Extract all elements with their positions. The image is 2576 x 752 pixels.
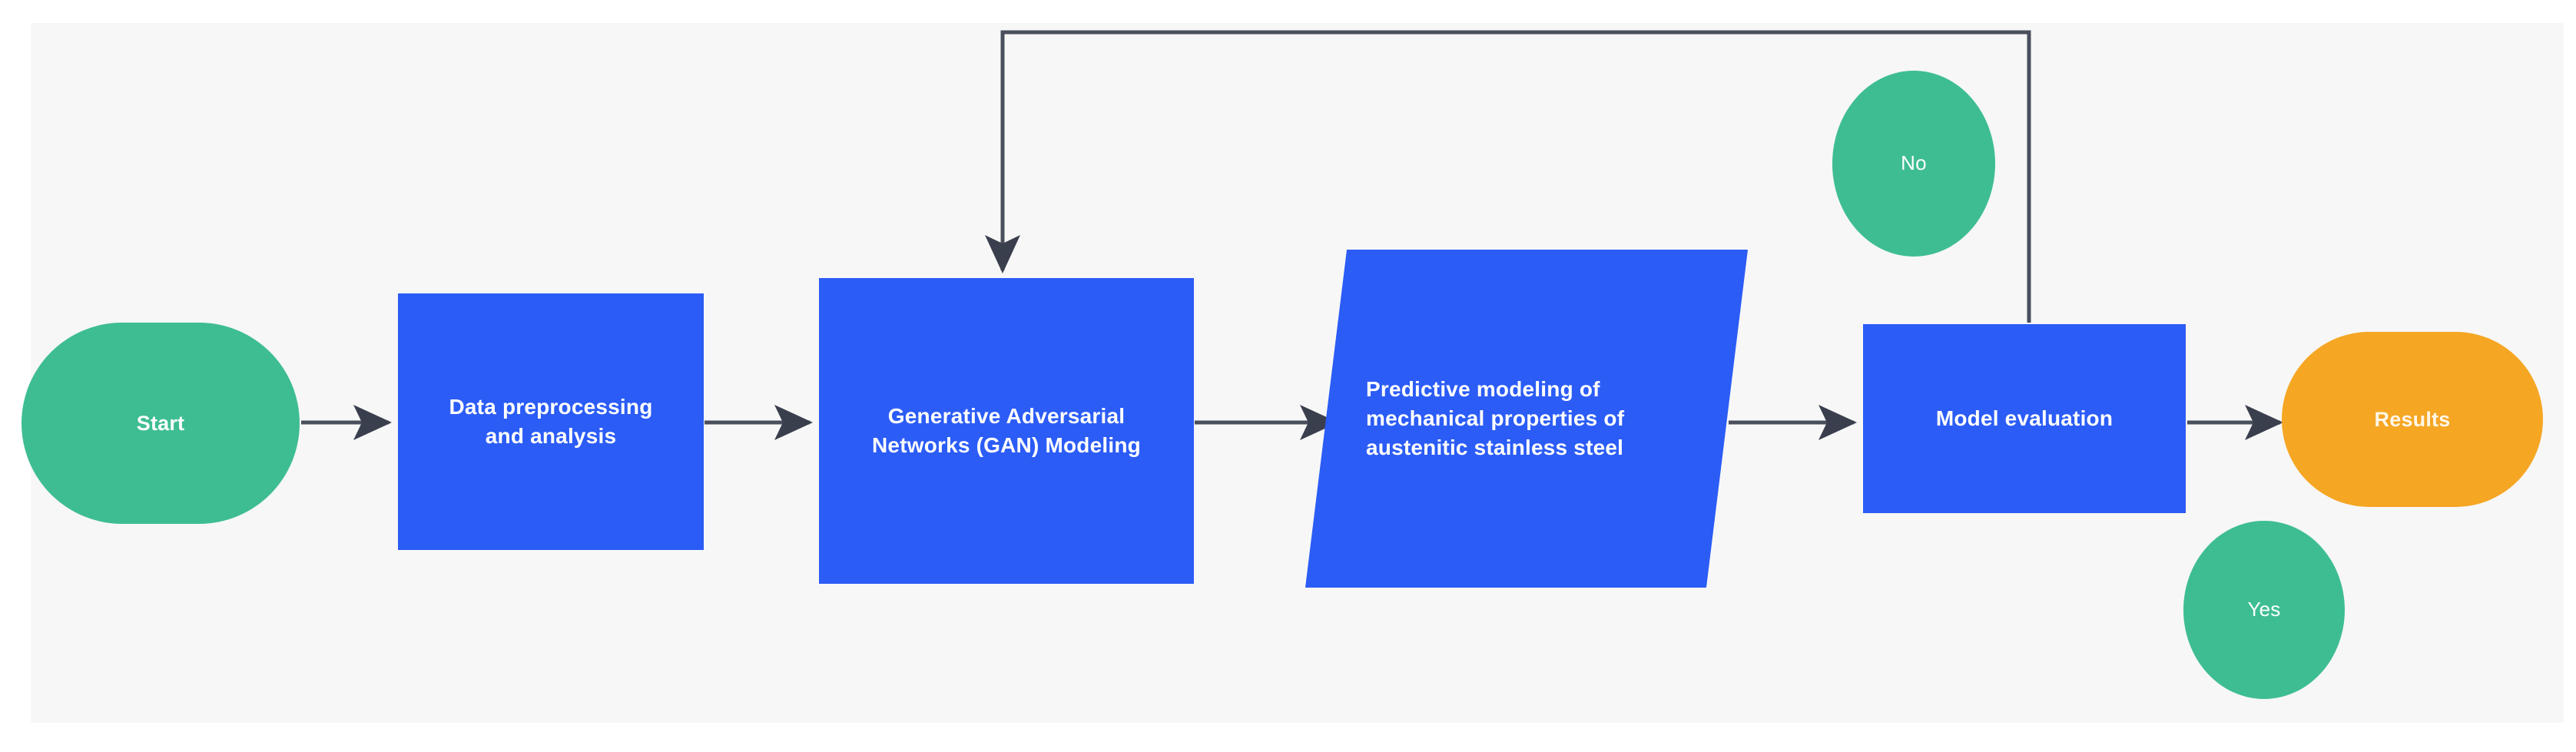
- node-data-preprocessing[interactable]: Data preprocessing and analysis: [398, 293, 704, 550]
- branch-label-yes[interactable]: Yes: [2183, 521, 2345, 699]
- edge-evaluate-to-gan-feedback: [984, 30, 2031, 323]
- branch-label-no-text: No: [1901, 151, 1927, 175]
- node-start-label: Start: [136, 411, 185, 435]
- node-results[interactable]: Results: [2282, 332, 2543, 507]
- node-data-preprocessing-label: Data preprocessing and analysis: [449, 395, 653, 448]
- node-predictive-modeling-label: Predictive modeling of mechanical proper…: [1366, 377, 1625, 459]
- node-gan-modeling[interactable]: Generative Adversarial Networks (GAN) Mo…: [819, 278, 1194, 584]
- node-start[interactable]: Start: [22, 323, 300, 524]
- node-predictive-modeling[interactable]: Predictive modeling of mechanical proper…: [1305, 250, 1749, 588]
- node-model-evaluation[interactable]: Model evaluation: [1863, 324, 2186, 513]
- node-gan-modeling-label: Generative Adversarial Networks (GAN) Mo…: [872, 404, 1141, 457]
- branch-label-yes-text: Yes: [2247, 598, 2281, 621]
- node-results-label: Results: [2374, 407, 2451, 431]
- node-model-evaluation-label: Model evaluation: [1935, 406, 2114, 431]
- branch-label-no[interactable]: No: [1832, 71, 1995, 257]
